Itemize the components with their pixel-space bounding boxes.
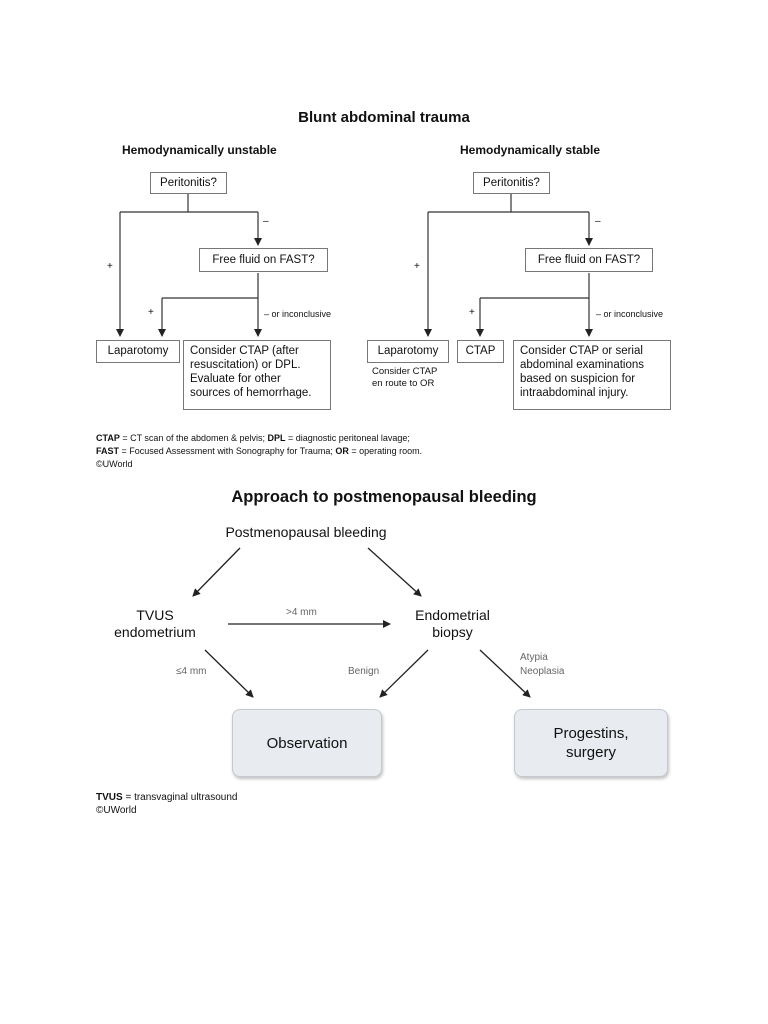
trauma-footnote-line2: FAST = Focused Assessment with Sonograph… xyxy=(96,445,422,458)
def-fast: = Focused Assessment with Sonography for… xyxy=(119,446,336,456)
def-ctap: = CT scan of the abdomen & pelvis; xyxy=(119,433,268,443)
stable-consider-line: Consider CTAP or serial xyxy=(520,345,643,357)
observation-label: Observation xyxy=(266,734,348,752)
stable-fast-plus-label: + xyxy=(469,307,475,318)
trauma-title: Blunt abdominal trauma xyxy=(298,109,470,126)
pmb-footnote: TVUS = transvaginal ultrasound xyxy=(96,791,237,804)
unstable-consider-line: Consider CTAP (after xyxy=(190,345,299,357)
stable-consider-box: Consider CTAP or serial abdominal examin… xyxy=(513,340,671,410)
def-or: = operating room. xyxy=(348,446,423,456)
unstable-laparotomy-box: Laparotomy xyxy=(96,340,180,363)
observation-box: Observation xyxy=(232,709,382,777)
biopsy-node-line: Endometrial xyxy=(415,607,490,623)
progestins-label-line: surgery xyxy=(565,744,616,761)
stable-peritonitis-box: Peritonitis? xyxy=(473,172,550,194)
stable-fast-box: Free fluid on FAST? xyxy=(525,248,653,272)
abbr-tvus: TVUS xyxy=(96,792,123,803)
progestins-label-line: Progestins, xyxy=(553,725,629,742)
abbr-ctap: CTAP xyxy=(96,433,120,443)
stable-minus-label: – xyxy=(595,216,601,227)
atypia-label-line: Neoplasia xyxy=(520,666,565,677)
unstable-consider-line: Evaluate for other xyxy=(190,373,281,385)
stable-laparotomy-note: Consider CTAP en route to OR xyxy=(372,366,437,390)
unstable-fast-box: Free fluid on FAST? xyxy=(199,248,328,272)
abbr-fast: FAST xyxy=(96,446,120,456)
stable-consider-line: intraabdominal injury. xyxy=(520,387,629,399)
gt4-label: >4 mm xyxy=(286,607,317,618)
unstable-fast-plus-label: + xyxy=(148,307,154,318)
laparotomy-note-line: en route to OR xyxy=(372,378,435,389)
stable-heading: Hemodynamically stable xyxy=(460,143,601,157)
pmb-start-node: Postmenopausal bleeding xyxy=(225,524,387,540)
biopsy-node: Endometrial biopsy xyxy=(395,607,510,641)
atypia-label: Atypia Neoplasia xyxy=(520,651,564,679)
trauma-copyright: ©UWorld xyxy=(96,459,133,469)
pmb-title: Approach to postmenopausal bleeding xyxy=(231,488,537,506)
def-tvus: = transvaginal ultrasound xyxy=(122,792,238,803)
stable-plus-label: + xyxy=(414,261,420,272)
abbr-or: OR xyxy=(335,446,349,456)
tvus-node: TVUS endometrium xyxy=(95,607,215,641)
unstable-consider-line: sources of hemorrhage. xyxy=(190,387,312,399)
unstable-consider-line: resuscitation) or DPL. xyxy=(190,359,301,371)
unstable-consider-box: Consider CTAP (after resuscitation) or D… xyxy=(183,340,331,410)
benign-label: Benign xyxy=(348,666,380,677)
le4-label: ≤4 mm xyxy=(176,666,207,677)
unstable-peritonitis-box: Peritonitis? xyxy=(150,172,227,194)
stable-consider-line: abdominal examinations xyxy=(520,359,645,371)
unstable-minus-label: – xyxy=(263,216,269,227)
stable-ctap-box: CTAP xyxy=(457,340,504,363)
unstable-heading: Hemodynamically unstable xyxy=(122,143,277,157)
tvus-node-line: TVUS xyxy=(136,607,174,623)
biopsy-node-line: biopsy xyxy=(432,624,473,640)
stable-fast-minus-label: – or inconclusive xyxy=(596,309,664,319)
laparotomy-note-line: Consider CTAP xyxy=(372,366,438,377)
progestins-box: Progestins, surgery xyxy=(514,709,668,777)
stable-consider-line: based on suspicion for xyxy=(520,373,636,385)
unstable-plus-label: + xyxy=(107,261,113,272)
atypia-label-line: Atypia xyxy=(520,652,548,663)
def-dpl: = diagnostic peritoneal lavage; xyxy=(285,433,410,443)
tvus-node-line: endometrium xyxy=(114,624,196,640)
pmb-copyright: ©UWorld xyxy=(96,805,137,816)
stable-laparotomy-box: Laparotomy xyxy=(367,340,449,363)
trauma-footnote-line1: CTAP = CT scan of the abdomen & pelvis; … xyxy=(96,432,410,445)
abbr-dpl: DPL xyxy=(267,433,286,443)
unstable-fast-minus-label: – or inconclusive xyxy=(264,309,332,319)
